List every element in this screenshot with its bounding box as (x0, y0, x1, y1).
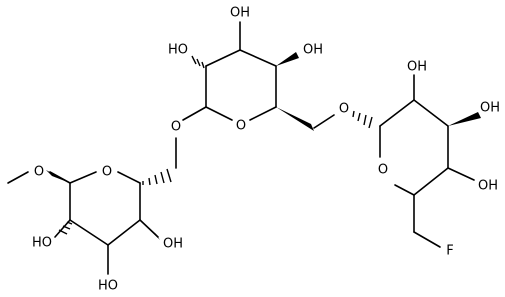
ring3-hydroxyl-right-label: OH (478, 179, 498, 194)
ring1-wedge-c4 (140, 220, 160, 240)
linker1-oxygen-label: O (171, 120, 181, 135)
ring2-oxygen-label: O (236, 119, 246, 134)
ring2-hash-left (191, 55, 205, 69)
ring2-hydroxyl-top-label: OH (230, 6, 250, 21)
fluorine-label: F (446, 244, 453, 259)
ring2-hydroxyl-left-label: HO (168, 43, 188, 58)
ring2-wedge-ch2 (276, 107, 314, 131)
ring3-bonds (379, 74, 475, 248)
ring1-oxygen-label: O (102, 165, 112, 180)
ring2-bonds (182, 21, 335, 129)
ring2-hydroxyl-right-label: OH (303, 43, 323, 58)
methoxy-oxygen-label: O (34, 165, 44, 180)
ring1-hash-c2 (58, 221, 73, 235)
ring3-oxygen-label: O (378, 163, 388, 178)
ring3-hydroxyl-top-label: OH (407, 60, 427, 75)
ring3-hash-anomeric (352, 110, 373, 129)
ring2-wedge-right (276, 52, 299, 66)
ring1-hash-c6 (142, 168, 172, 186)
linker2-oxygen-label: O (339, 102, 349, 117)
ring1-hydroxyl-c4-label: OH (163, 237, 183, 252)
ring1-bonds (7, 137, 177, 246)
ring1-hydroxyl-c2-label: HO (32, 236, 52, 251)
ring1-wedge-anomeric (46, 170, 70, 183)
ring3-wedge-oh (448, 112, 481, 126)
ring3-hydroxyl-mid-label: OH (480, 101, 500, 116)
ring1-hydroxyl-c3-label: HO (98, 279, 118, 294)
